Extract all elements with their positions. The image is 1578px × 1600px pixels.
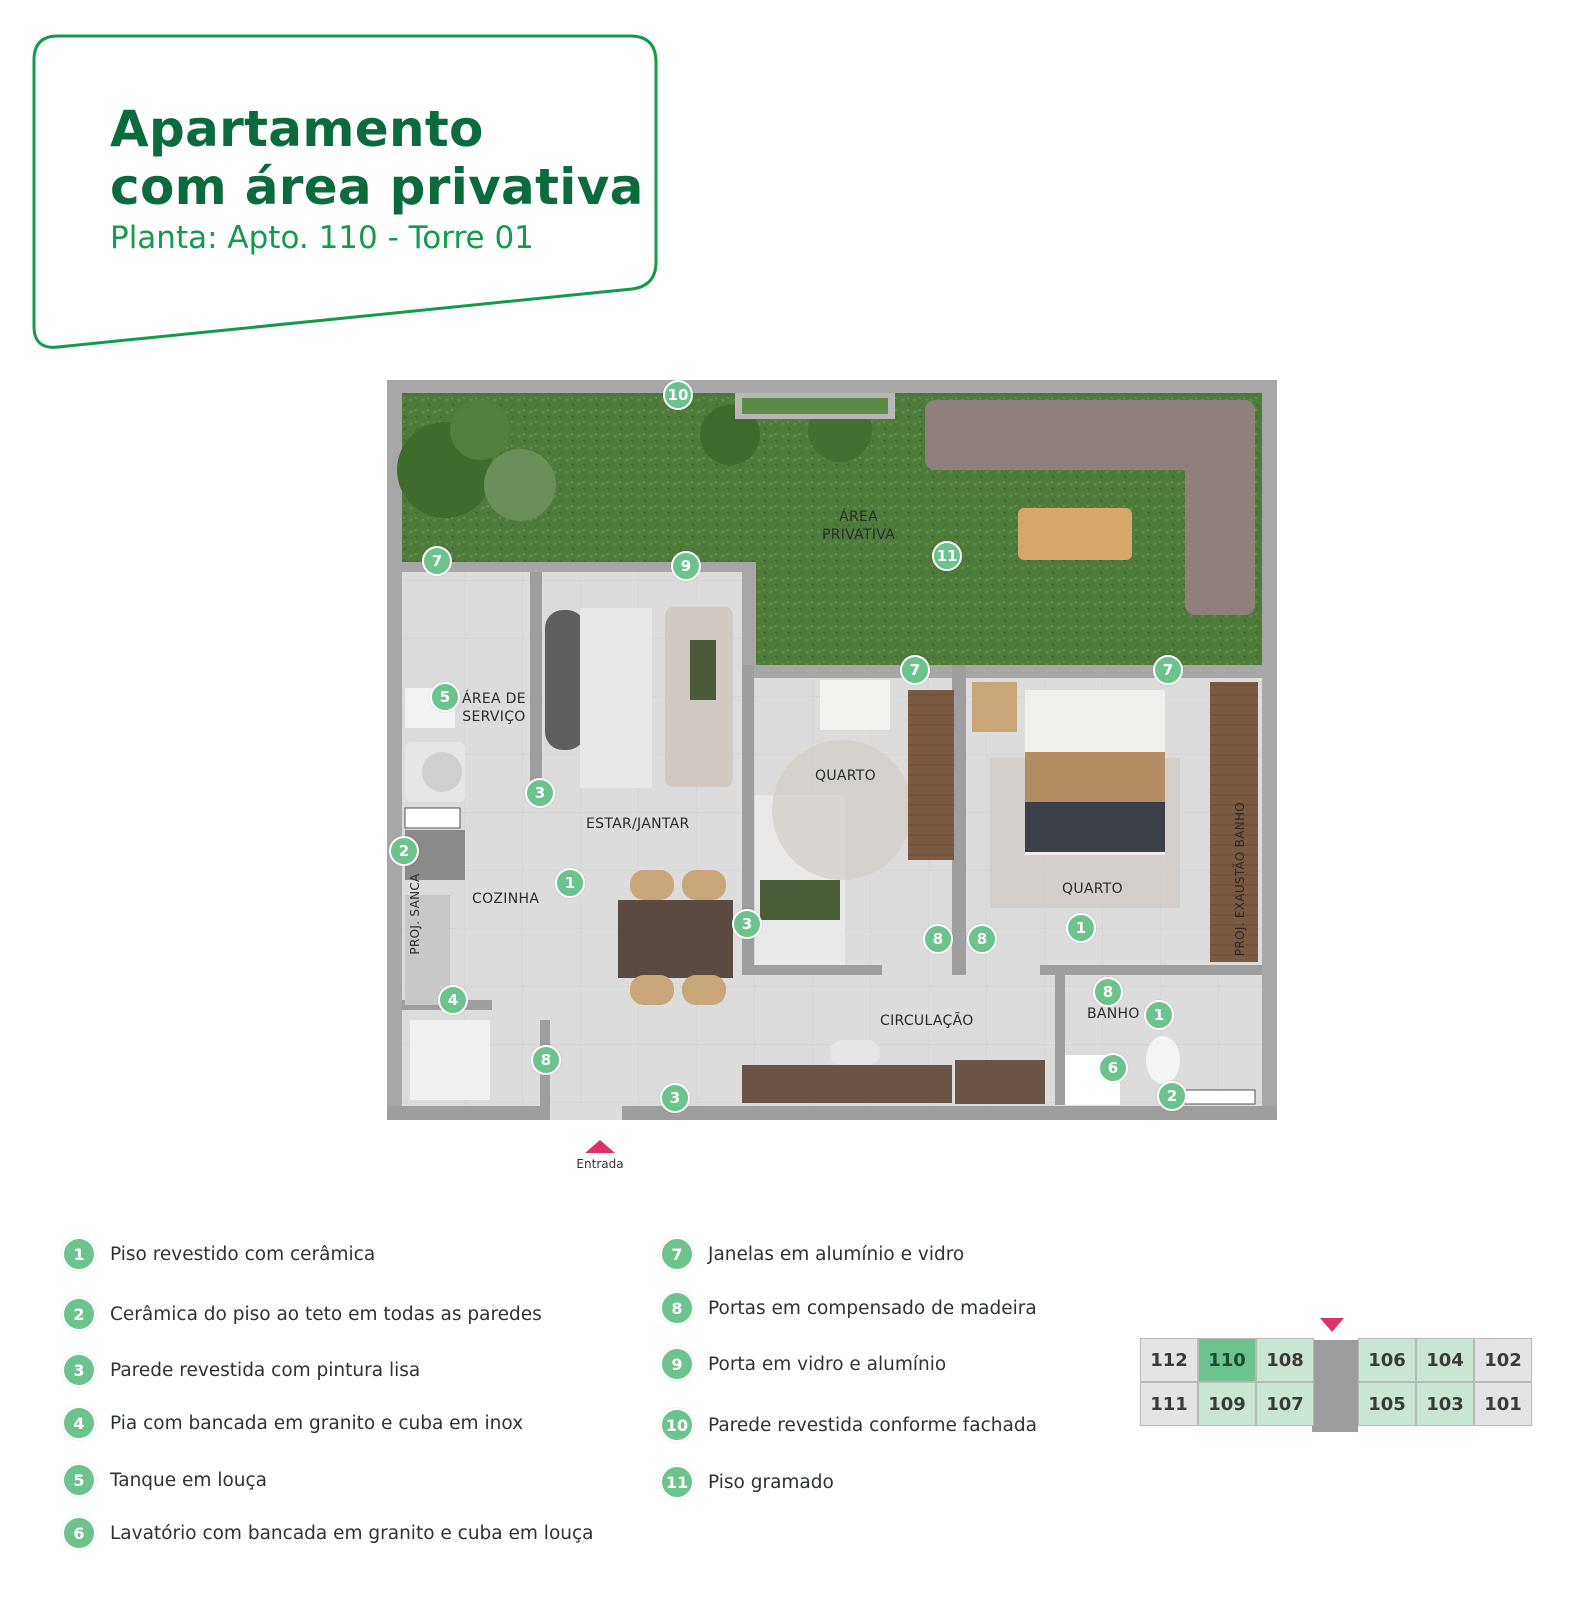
entrance-label: Entrada — [576, 1157, 624, 1171]
legend-marker: 10 — [660, 1408, 694, 1442]
entrance-arrow-icon — [1320, 1318, 1344, 1332]
unit-cell-selected: 110 — [1198, 1338, 1256, 1382]
unit-key-map: 112 110 108 106 104 102 111 109 107 105 … — [1140, 1318, 1532, 1450]
title-line-1: Apartamento — [110, 100, 484, 158]
legend-text: Porta em vidro e alumínio — [708, 1353, 947, 1375]
unit-cell: 111 — [1140, 1382, 1198, 1426]
entrance-arrow-icon — [585, 1140, 615, 1153]
unit-cell: 105 — [1358, 1382, 1416, 1426]
unit-cell: 102 — [1474, 1338, 1532, 1382]
room-label-circulacao: CIRCULAÇÃO — [880, 1013, 974, 1029]
page-subtitle: Planta: Apto. 110 - Torre 01 — [110, 220, 534, 256]
plan-marker: 10 — [663, 380, 693, 410]
legend-marker: 2 — [62, 1297, 96, 1331]
plan-marker: 4 — [438, 985, 468, 1015]
unit-cell: 112 — [1140, 1338, 1198, 1382]
plan-marker: 11 — [932, 541, 962, 571]
room-label-cozinha: COZINHA — [472, 891, 540, 907]
legend-text: Parede revestida com pintura lisa — [110, 1359, 421, 1381]
room-label-estar-jantar: ESTAR/JANTAR — [586, 816, 690, 832]
legend-marker: 3 — [62, 1353, 96, 1387]
legend-text: Cerâmica do piso ao teto em todas as par… — [110, 1303, 542, 1325]
plan-marker: 5 — [430, 682, 460, 712]
plan-marker: 8 — [967, 924, 997, 954]
legend-text: Lavatório com bancada em granito e cuba … — [110, 1522, 594, 1544]
plan-marker: 8 — [923, 924, 953, 954]
legend-item: 7 Janelas em alumínio e vidro — [660, 1236, 964, 1272]
plan-marker: 1 — [1144, 1000, 1174, 1030]
plan-marker: 7 — [900, 655, 930, 685]
plan-marker: 7 — [1153, 655, 1183, 685]
legend-text: Parede revestida conforme fachada — [708, 1414, 1037, 1436]
legend-marker: 4 — [62, 1406, 96, 1440]
plan-marker: 1 — [1066, 913, 1096, 943]
legend-text: Piso gramado — [708, 1471, 834, 1493]
legend-item: 11 Piso gramado — [660, 1464, 834, 1500]
building-core — [1312, 1340, 1358, 1432]
legend-text: Piso revestido com cerâmica — [110, 1243, 376, 1265]
page-title: Apartamento com área privativa — [110, 100, 644, 216]
plan-marker: 7 — [422, 546, 452, 576]
legend-text: Portas em compensado de madeira — [708, 1297, 1037, 1319]
legend-marker: 5 — [62, 1463, 96, 1497]
room-label-quarto-2: QUARTO — [1062, 881, 1123, 897]
floor-plan-drawing — [387, 380, 1277, 1120]
legend-marker: 8 — [660, 1291, 694, 1325]
legend-text: Janelas em alumínio e vidro — [708, 1243, 965, 1265]
plan-marker: 9 — [671, 551, 701, 581]
legend-marker: 11 — [660, 1465, 694, 1499]
legend-item: 8 Portas em compensado de madeira — [660, 1290, 1037, 1326]
legend-marker: 1 — [62, 1237, 96, 1271]
legend-item: 10 Parede revestida conforme fachada — [660, 1407, 1037, 1443]
title-card: Apartamento com área privativa Planta: A… — [0, 0, 680, 360]
plan-marker: 6 — [1098, 1053, 1128, 1083]
plan-marker: 2 — [1157, 1081, 1187, 1111]
legend-item: 2 Cerâmica do piso ao teto em todas as p… — [62, 1296, 542, 1332]
title-card-frame — [32, 34, 658, 349]
legend-text: Tanque em louça — [110, 1469, 268, 1491]
unit-cell: 103 — [1416, 1382, 1474, 1426]
title-line-2: com área privativa — [110, 158, 644, 216]
unit-cell: 109 — [1198, 1382, 1256, 1426]
room-label-proj-sanca: PROJ. SANCA — [408, 873, 422, 955]
legend-item: 4 Pia com bancada em granito e cuba em i… — [62, 1405, 523, 1441]
unit-cell: 106 — [1358, 1338, 1416, 1382]
legend-marker: 6 — [62, 1516, 96, 1550]
legend-marker: 9 — [660, 1347, 694, 1381]
legend-text: Pia com bancada em granito e cuba em ino… — [110, 1412, 524, 1434]
legend-item: 1 Piso revestido com cerâmica — [62, 1236, 375, 1272]
plan-marker: 8 — [1093, 977, 1123, 1007]
legend-item: 6 Lavatório com bancada em granito e cub… — [62, 1515, 594, 1551]
legend-item: 5 Tanque em louça — [62, 1462, 267, 1498]
room-label-quarto-1: QUARTO — [815, 768, 876, 784]
legend-item: 9 Porta em vidro e alumínio — [660, 1346, 946, 1382]
unit-cell: 104 — [1416, 1338, 1474, 1382]
legend-marker: 7 — [660, 1237, 694, 1271]
plan-marker: 3 — [525, 778, 555, 808]
unit-cell: 107 — [1256, 1382, 1314, 1426]
legend-item: 3 Parede revestida com pintura lisa — [62, 1352, 420, 1388]
entrance: Entrada — [570, 1140, 630, 1171]
unit-cell: 108 — [1256, 1338, 1314, 1382]
plan-marker: 2 — [389, 836, 419, 866]
plan-marker: 3 — [660, 1083, 690, 1113]
room-label-banho: BANHO — [1087, 1006, 1140, 1022]
plan-marker: 8 — [531, 1045, 561, 1075]
unit-cell: 101 — [1474, 1382, 1532, 1426]
room-label-proj-exaustao: PROJ. EXAUSTÃO BANHO — [1233, 801, 1247, 957]
plan-marker: 3 — [732, 909, 762, 939]
plan-marker: 1 — [555, 868, 585, 898]
